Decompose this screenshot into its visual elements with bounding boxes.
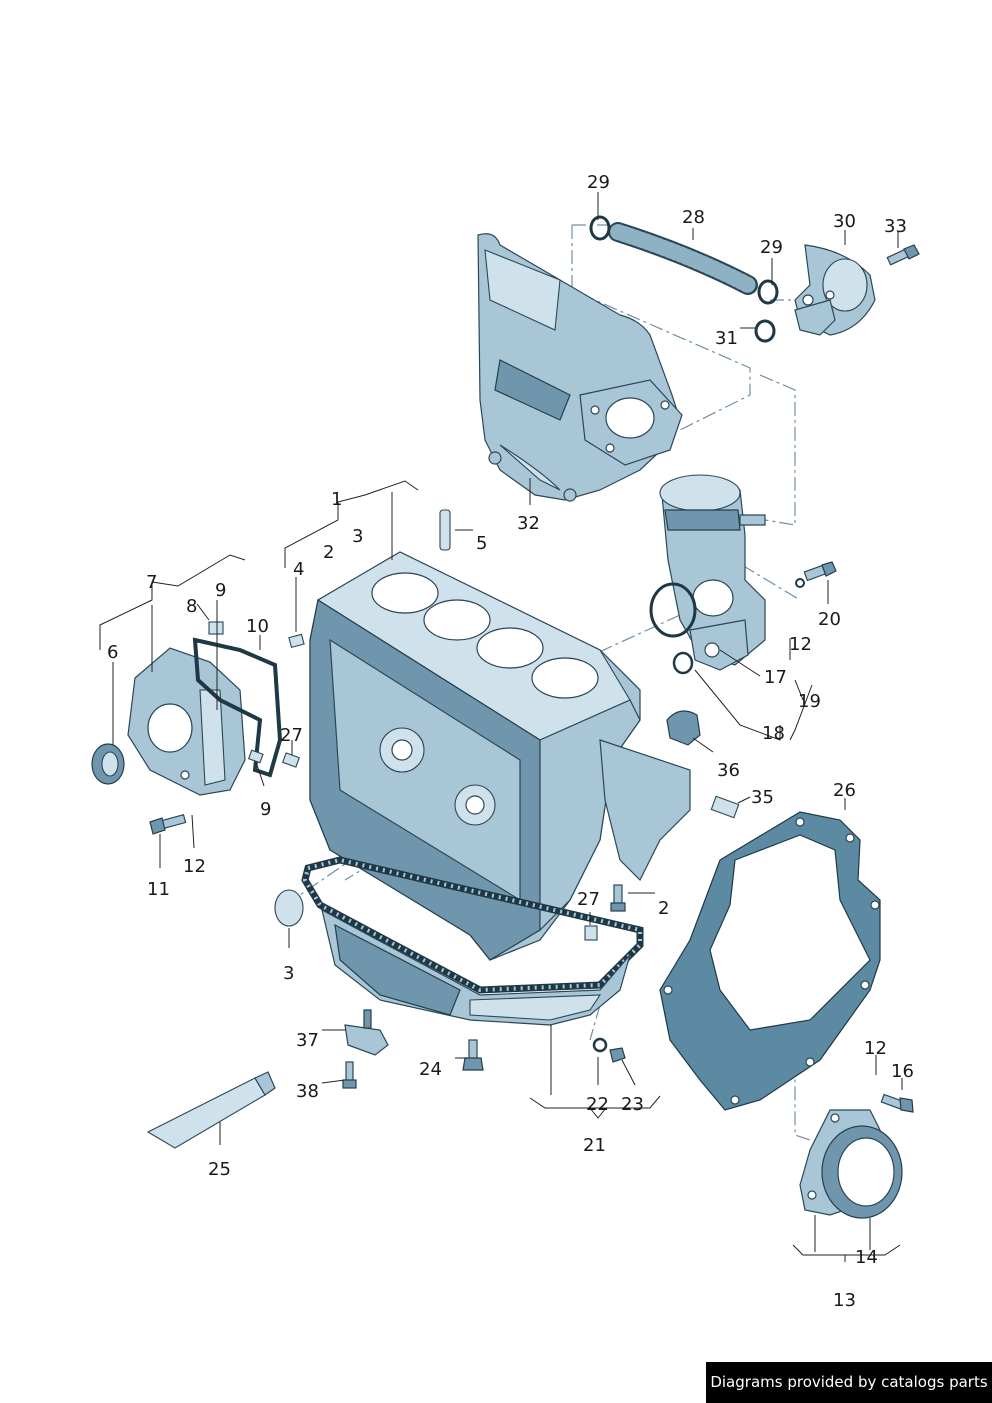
label-7: 7 <box>146 572 157 593</box>
label-5: 5 <box>476 533 487 554</box>
label-25: 25 <box>208 1159 231 1180</box>
part-labels: 1 2 3 5 4 7 9 8 10 6 27 9 12 11 3 29 28 … <box>107 172 914 1311</box>
label-12: 12 <box>864 1038 887 1059</box>
label-27: 27 <box>280 725 303 746</box>
label-31: 31 <box>715 328 738 349</box>
label-3: 3 <box>352 526 363 547</box>
label-20: 20 <box>818 609 841 630</box>
front-cover-gasket[interactable] <box>192 637 283 778</box>
label-22: 22 <box>586 1094 609 1115</box>
bolt-33[interactable] <box>886 244 920 266</box>
bolt-2[interactable] <box>610 884 626 912</box>
vacuum-pump-seal[interactable] <box>754 319 776 343</box>
sealing-cap-3[interactable] <box>274 889 304 927</box>
label-37: 37 <box>296 1030 319 1051</box>
label-8: 8 <box>186 596 197 617</box>
rear-seal-flange[interactable] <box>799 1109 903 1219</box>
dowel-27-right[interactable] <box>584 925 598 941</box>
label-23: 23 <box>621 1094 644 1115</box>
label-4: 4 <box>293 559 304 580</box>
label-28: 28 <box>682 207 705 228</box>
oil-filter-housing[interactable] <box>659 474 766 671</box>
label-3: 3 <box>283 963 294 984</box>
label-6: 6 <box>107 642 118 663</box>
label-13: 13 <box>833 1290 856 1311</box>
label-18: 18 <box>762 723 785 744</box>
label-2: 2 <box>323 542 334 563</box>
bolt-20[interactable] <box>795 561 837 588</box>
label-10: 10 <box>246 616 269 637</box>
label-30: 30 <box>833 211 856 232</box>
label-29: 29 <box>760 237 783 258</box>
bolt-24[interactable] <box>462 1039 484 1071</box>
oil-level-sensor[interactable] <box>344 1009 389 1056</box>
stud-5[interactable] <box>439 509 451 551</box>
bolt-11[interactable] <box>149 814 187 835</box>
label-38: 38 <box>296 1081 319 1102</box>
label-29: 29 <box>587 172 610 193</box>
label-26: 26 <box>833 780 856 801</box>
label-24: 24 <box>419 1059 442 1080</box>
intermediate-plate[interactable] <box>659 811 881 1111</box>
plug-8[interactable] <box>208 621 224 635</box>
label-14: 14 <box>855 1247 878 1268</box>
label-35: 35 <box>751 787 774 808</box>
bolt-16[interactable] <box>880 1093 914 1113</box>
sealant-tube[interactable] <box>146 1071 276 1149</box>
front-seal[interactable] <box>91 743 125 785</box>
label-12: 12 <box>183 856 206 877</box>
label-1: 1 <box>331 489 342 510</box>
label-33: 33 <box>884 216 907 237</box>
dowel-4[interactable] <box>288 633 305 649</box>
dowel-27-left[interactable] <box>282 752 300 768</box>
label-17: 17 <box>764 667 787 688</box>
label-12: 12 <box>789 634 812 655</box>
cap-36[interactable] <box>666 710 701 746</box>
vacuum-hose[interactable] <box>608 222 758 295</box>
bolt-38[interactable] <box>342 1061 357 1089</box>
front-cover[interactable] <box>127 647 246 796</box>
label-21: 21 <box>583 1135 606 1156</box>
label-19: 19 <box>798 691 821 712</box>
label-36: 36 <box>717 760 740 781</box>
plug-35[interactable] <box>710 795 740 819</box>
label-27: 27 <box>577 889 600 910</box>
dowel-9[interactable] <box>247 749 264 764</box>
oil-pan[interactable] <box>321 908 631 1026</box>
vacuum-pump[interactable] <box>794 244 876 336</box>
oil-pan-gasket[interactable] <box>301 856 644 994</box>
hose-clamp-left[interactable] <box>589 215 611 241</box>
attribution-banner: Diagrams provided by catalogs parts <box>706 1362 992 1403</box>
leader-lines <box>99 192 903 1262</box>
label-16: 16 <box>891 1061 914 1082</box>
label-9: 9 <box>215 580 226 601</box>
drain-plug[interactable] <box>592 1037 626 1063</box>
oil-filter-seal-small[interactable] <box>672 651 694 675</box>
oil-filter-seal-large[interactable] <box>649 582 697 638</box>
label-11: 11 <box>147 879 170 900</box>
label-9: 9 <box>260 799 271 820</box>
label-32: 32 <box>517 513 540 534</box>
intake-manifold[interactable] <box>477 233 683 502</box>
hose-clamp-right[interactable] <box>757 279 779 305</box>
label-2: 2 <box>658 898 669 919</box>
